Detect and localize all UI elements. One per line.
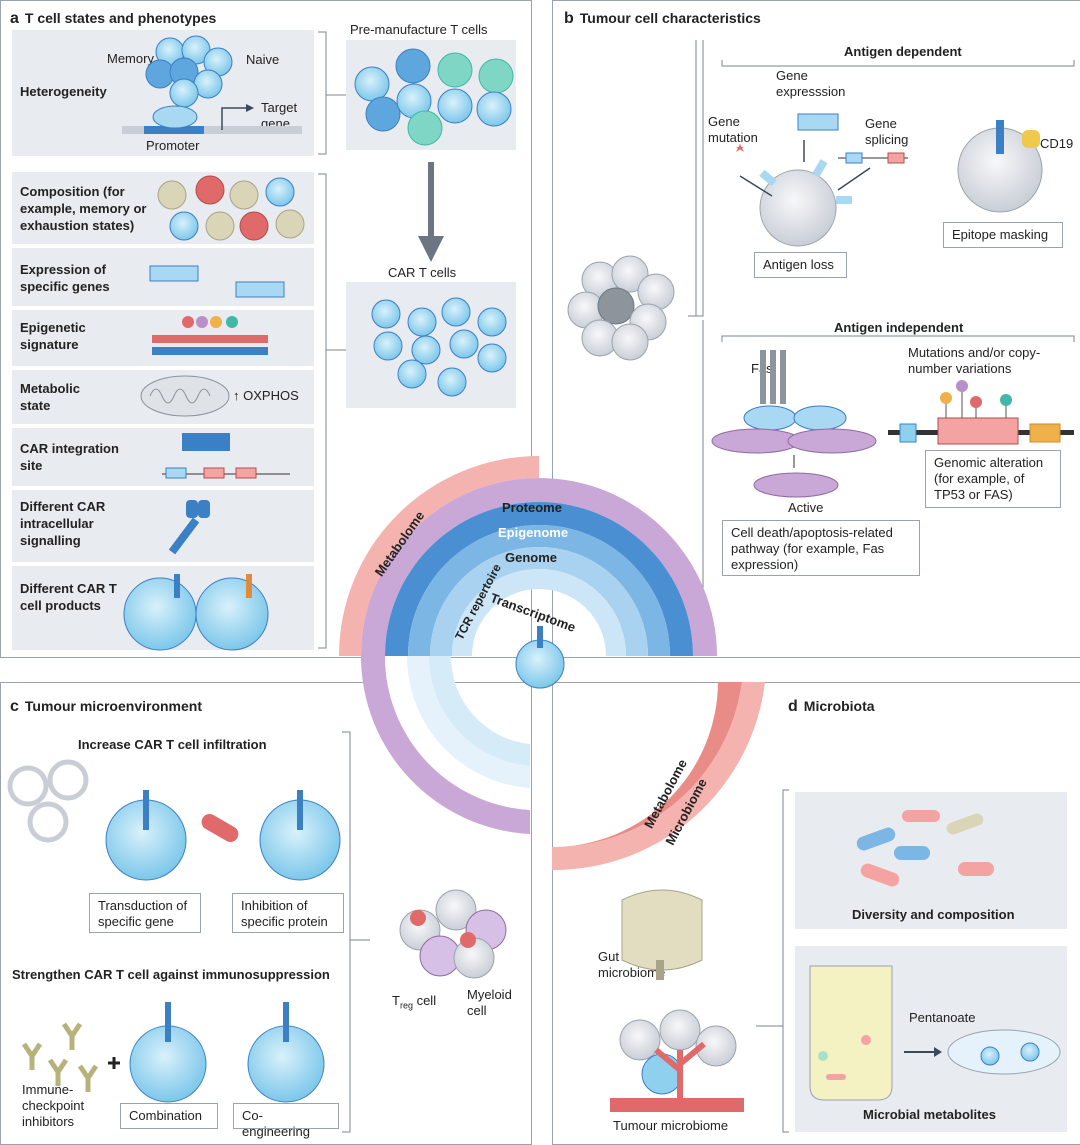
panel-a-title-text: T cell states and phenotypes (24, 10, 217, 26)
antigen-dependent-label: Antigen dependent (844, 44, 962, 59)
panel-c-letter: c (10, 698, 19, 715)
caspase-3-label: Caspase 8 (763, 478, 826, 493)
gene-label-2: Gene (247, 283, 279, 298)
panel-d-letter: d (788, 698, 798, 715)
target-gene-label: Target gene (261, 100, 298, 131)
panel-d-title-text: Microbiota (803, 698, 875, 714)
row-label-expression: Expression of specific genes (20, 262, 110, 294)
tumour-microbiome-label: Tumour microbiome (613, 1118, 729, 1133)
genomic-alteration-text: Genomic alteration (for example, of TP53… (934, 455, 1044, 502)
promoter-label: Promoter (146, 138, 200, 153)
panel-b-letter: b (564, 10, 574, 27)
metabolites-box (795, 946, 1067, 1132)
butyrate-label: Butyrate (820, 1004, 869, 1019)
metabolites-label: Microbial metabolites (863, 1107, 996, 1122)
gene-mutation-label: Gene mutation (708, 114, 758, 145)
increase-title: Increase CAR T cell infiltration (78, 737, 267, 752)
cell-death-box: Cell death/apoptosis-related pathway (fo… (722, 520, 920, 576)
myeloid-label: Myeloid cell (467, 987, 512, 1018)
panel-b-title-text: Tumour cell characteristics (579, 10, 761, 26)
tf-label: TF (167, 110, 183, 125)
gut-microbiome-label: Gut microbiome (598, 949, 666, 980)
caspase-2-label: Caspase 8 (802, 434, 865, 449)
panel-d-title: d Microbiota (788, 698, 875, 716)
active-label: Active (788, 500, 824, 515)
fadd-1-label: FADD (752, 411, 787, 426)
car-t-cells-label: CAR T cells (388, 265, 457, 280)
row-label-signalling: Different CAR intracellular signalling (20, 499, 106, 548)
oxphos-label: ↑ OXPHOS (233, 388, 299, 403)
panel-c-title: c Tumour microenvironment (10, 698, 202, 716)
panel-a-letter: a (10, 10, 19, 27)
coengineering-box: Co-engineering (233, 1103, 339, 1139)
gene-box-label: Gene (805, 116, 837, 131)
pentanoate-label: Pentanoate (909, 1010, 976, 1025)
memory-label: Memory (107, 51, 154, 66)
fas-label: Fas (751, 361, 773, 376)
row-label-products: Different CAR T cell products (20, 581, 117, 613)
row-label-heterogeneity: Heterogeneity (20, 84, 107, 99)
panel-a-title: a T cell states and phenotypes (10, 10, 216, 28)
strengthen-title: Strengthen CAR T cell against immunosupp… (12, 967, 330, 982)
gene-splicing-label: Gene splicing (865, 116, 909, 147)
immune-checkpoint-label: Immune-checkpoint inhibitors (22, 1082, 85, 1129)
row-signalling (12, 490, 314, 562)
diversity-label: Diversity and composition (852, 907, 1015, 922)
panel-c-title-text: Tumour microenvironment (24, 698, 202, 714)
transduction-box: Transduction of specific gene (89, 893, 201, 933)
caspase-1-label: Caspase 8 (724, 434, 787, 449)
gene-label-1: Gene (164, 267, 196, 282)
antigen-loss-box: Antigen loss (754, 252, 847, 278)
epitope-masking-box: Epitope masking (943, 222, 1063, 248)
treg-t: T (392, 993, 400, 1008)
pre-manufacture-box (346, 40, 516, 150)
inhibition-box: Inhibition of specific protein (232, 893, 344, 933)
ring-label-proteome: Proteome (502, 500, 562, 515)
row-label-metabolic: Metabolic state (20, 381, 80, 413)
combination-box: Combination (120, 1103, 218, 1129)
car-t-cells-box (346, 282, 516, 408)
treg-sub: reg (399, 1000, 413, 1011)
fadd-2-label: FADD (803, 411, 838, 426)
ring-label-epigenome: Epigenome (498, 525, 569, 540)
row-label-composition: Composition (for example, memory or exha… (20, 184, 147, 233)
cd19-label: CD19 (1040, 136, 1074, 151)
gene-expression-label: Gene expresssion (776, 68, 846, 99)
panel-b-title: b Tumour cell characteristics (564, 10, 761, 28)
row-integration (12, 428, 314, 486)
row-label-integration: CAR integration site (20, 441, 119, 473)
antigen-independent-label: Antigen independent (834, 320, 964, 335)
mutations-label: Mutations and/or copy-number variations (908, 345, 1041, 376)
ring-label-genome: Genome (505, 550, 558, 565)
row-label-epigenetic: Epigenetic signature (20, 320, 86, 352)
naive-label: Naive (246, 52, 280, 67)
genomic-alteration-box: Genomic alteration (for example, of TP53… (925, 450, 1061, 508)
car-label: CAR (193, 436, 221, 451)
treg-label: Treg cell (392, 993, 436, 1014)
treg-suffix: cell (412, 993, 437, 1008)
pre-manufacture-label: Pre-manufacture T cells (350, 22, 488, 37)
